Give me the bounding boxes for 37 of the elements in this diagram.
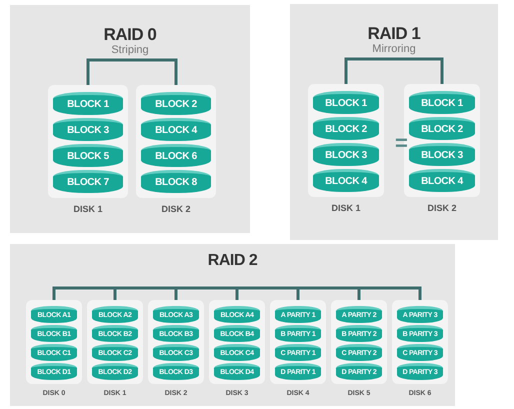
disk-label: DISK 2 xyxy=(426,203,458,213)
data-block: BLOCK 4 xyxy=(313,169,379,192)
data-block: BLOCK 1 xyxy=(409,91,475,114)
panel-title: RAID 0 xyxy=(102,25,158,45)
connector-line xyxy=(174,286,238,300)
data-block: BLOCK 3 xyxy=(53,118,123,141)
connector-line xyxy=(296,286,360,300)
connector-line xyxy=(358,286,422,300)
panel-title: RAID 1 xyxy=(366,24,422,44)
disk-label: DISK 2 xyxy=(160,204,192,214)
panel-background xyxy=(290,4,498,240)
connector-line xyxy=(114,286,178,300)
disk-label: DISK 1 xyxy=(330,203,362,213)
data-block: BLOCK 6 xyxy=(141,144,211,167)
data-block: BLOCK 7 xyxy=(53,170,123,193)
panel-subtitle: Mirroring xyxy=(371,43,417,55)
panel-background xyxy=(10,244,455,406)
data-block: BLOCK 2 xyxy=(141,92,211,115)
disk-label: DISK 1 xyxy=(72,204,104,214)
data-block: BLOCK 2 xyxy=(409,117,475,140)
data-block: BLOCK 4 xyxy=(409,169,475,192)
connector-line xyxy=(236,286,300,300)
panel-title: RAID 2 xyxy=(206,252,258,270)
data-block: BLOCK 3 xyxy=(409,143,475,166)
panel-subtitle: Striping xyxy=(110,44,150,56)
data-block: BLOCK 1 xyxy=(313,91,379,114)
data-block: BLOCK 8 xyxy=(141,170,211,193)
panel-background xyxy=(10,5,250,233)
data-block: BLOCK 3 xyxy=(313,143,379,166)
connector-line xyxy=(344,58,444,84)
data-block: BLOCK 4 xyxy=(141,118,211,141)
data-block: BLOCK 5 xyxy=(53,144,123,167)
equals-sign: = xyxy=(395,130,408,156)
connector-line xyxy=(52,286,116,300)
data-block: BLOCK 2 xyxy=(313,117,379,140)
connector-line xyxy=(86,58,178,85)
data-block: BLOCK 1 xyxy=(53,92,123,115)
